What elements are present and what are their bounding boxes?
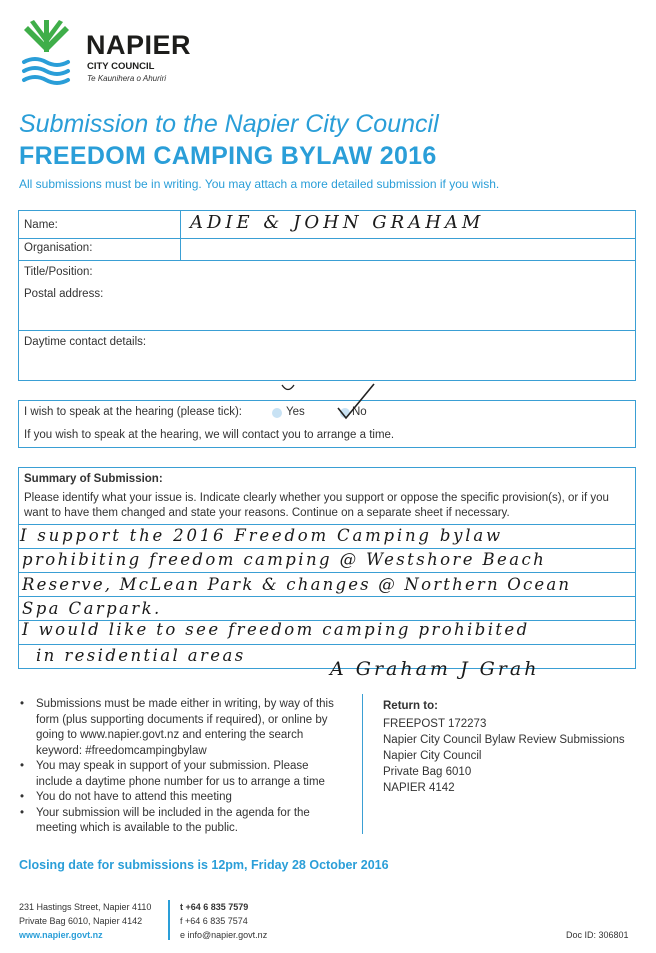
signature: A Graham J Grah (330, 658, 540, 680)
footer-phone: t +64 6 835 7579 (180, 902, 249, 912)
name-label: Name: (24, 219, 58, 231)
footer-fax: f +64 6 835 7574 (180, 916, 248, 926)
hearing-no-label: No (352, 406, 367, 418)
note-item: You may speak in support of your submiss… (18, 759, 348, 790)
summary-line-5: I would like to see freedom camping proh… (22, 620, 530, 639)
return-line: Private Bag 6010 (383, 766, 472, 778)
postal-address-label: Postal address: (24, 288, 104, 300)
summary-title: Summary of Submission: (24, 473, 163, 485)
hearing-yes-radio[interactable] (272, 408, 282, 418)
summary-box (18, 467, 636, 669)
page-title: Submission to the Napier City Council (19, 110, 439, 138)
hearing-note: If you wish to speak at the hearing, we … (24, 429, 395, 441)
footer-email[interactable]: e info@napier.govt.nz (180, 930, 268, 940)
hearing-question: I wish to speak at the hearing (please t… (24, 406, 242, 418)
return-line: Napier City Council Bylaw Review Submiss… (383, 734, 625, 746)
council-logo: NAPIER CITY COUNCIL Te Kaunihera o Ahuri… (18, 18, 218, 98)
footer-contact: t +64 6 835 7579 f +64 6 835 7574 e info… (180, 900, 267, 942)
summary-line-1: I support the 2016 Freedom Camping bylaw (20, 526, 503, 545)
summary-line-2: prohibiting freedom camping @ Westshore … (22, 550, 547, 569)
return-title: Return to: (383, 700, 438, 712)
summary-line-4: Spa Carpark. (22, 599, 162, 618)
note-item: You do not have to attend this meeting (18, 790, 348, 806)
return-line: FREEPOST 172273 (383, 718, 487, 730)
submission-instructions: All submissions must be in writing. You … (19, 177, 500, 191)
title-position-label: Title/Position: (24, 266, 93, 278)
return-line: NAPIER 4142 (383, 782, 455, 794)
return-address: Return to: FREEPOST 172273 Napier City C… (383, 698, 625, 796)
tick-mark-icon (281, 383, 375, 420)
summary-instructions: Please identify what your issue is. Indi… (24, 492, 609, 519)
footer-street: 231 Hastings Street, Napier 4110 (19, 902, 152, 912)
hearing-box (18, 400, 636, 448)
doc-id: Doc ID: 306801 (566, 930, 629, 940)
closing-date: Closing date for submissions is 12pm, Fr… (19, 858, 389, 872)
hearing-yes-label: Yes (286, 406, 305, 418)
logo-wordmark: NAPIER (86, 30, 192, 60)
note-item: Your submission will be included in the … (18, 806, 348, 837)
daytime-contact-label: Daytime contact details: (24, 336, 147, 348)
footer-postbox: Private Bag 6010, Napier 4142 (19, 916, 143, 926)
page-subtitle-bylaw: FREEDOM CAMPING BYLAW 2016 (19, 142, 437, 170)
name-field[interactable]: ADIE & JOHN GRAHAM (190, 212, 485, 233)
footer-address: 231 Hastings Street, Napier 4110 Private… (19, 900, 151, 942)
summary-line-3: Reserve, McLean Park & changes @ Norther… (22, 575, 572, 594)
hearing-no-radio[interactable] (340, 408, 350, 418)
note-item: Submissions must be made either in writi… (18, 697, 348, 759)
summary-line-6: in residential areas (36, 646, 246, 665)
contact-details-box (18, 210, 636, 381)
logo-council-text: CITY COUNCIL (87, 61, 155, 72)
organisation-label: Organisation: (24, 242, 93, 254)
footer-website-link[interactable]: www.napier.govt.nz (19, 930, 103, 940)
return-line: Napier City Council (383, 750, 482, 762)
submission-notes: Submissions must be made either in writi… (18, 697, 348, 837)
logo-maori-text: Te Kaunihera o Ahuriri (87, 74, 167, 83)
council-logo-icon (22, 20, 70, 85)
